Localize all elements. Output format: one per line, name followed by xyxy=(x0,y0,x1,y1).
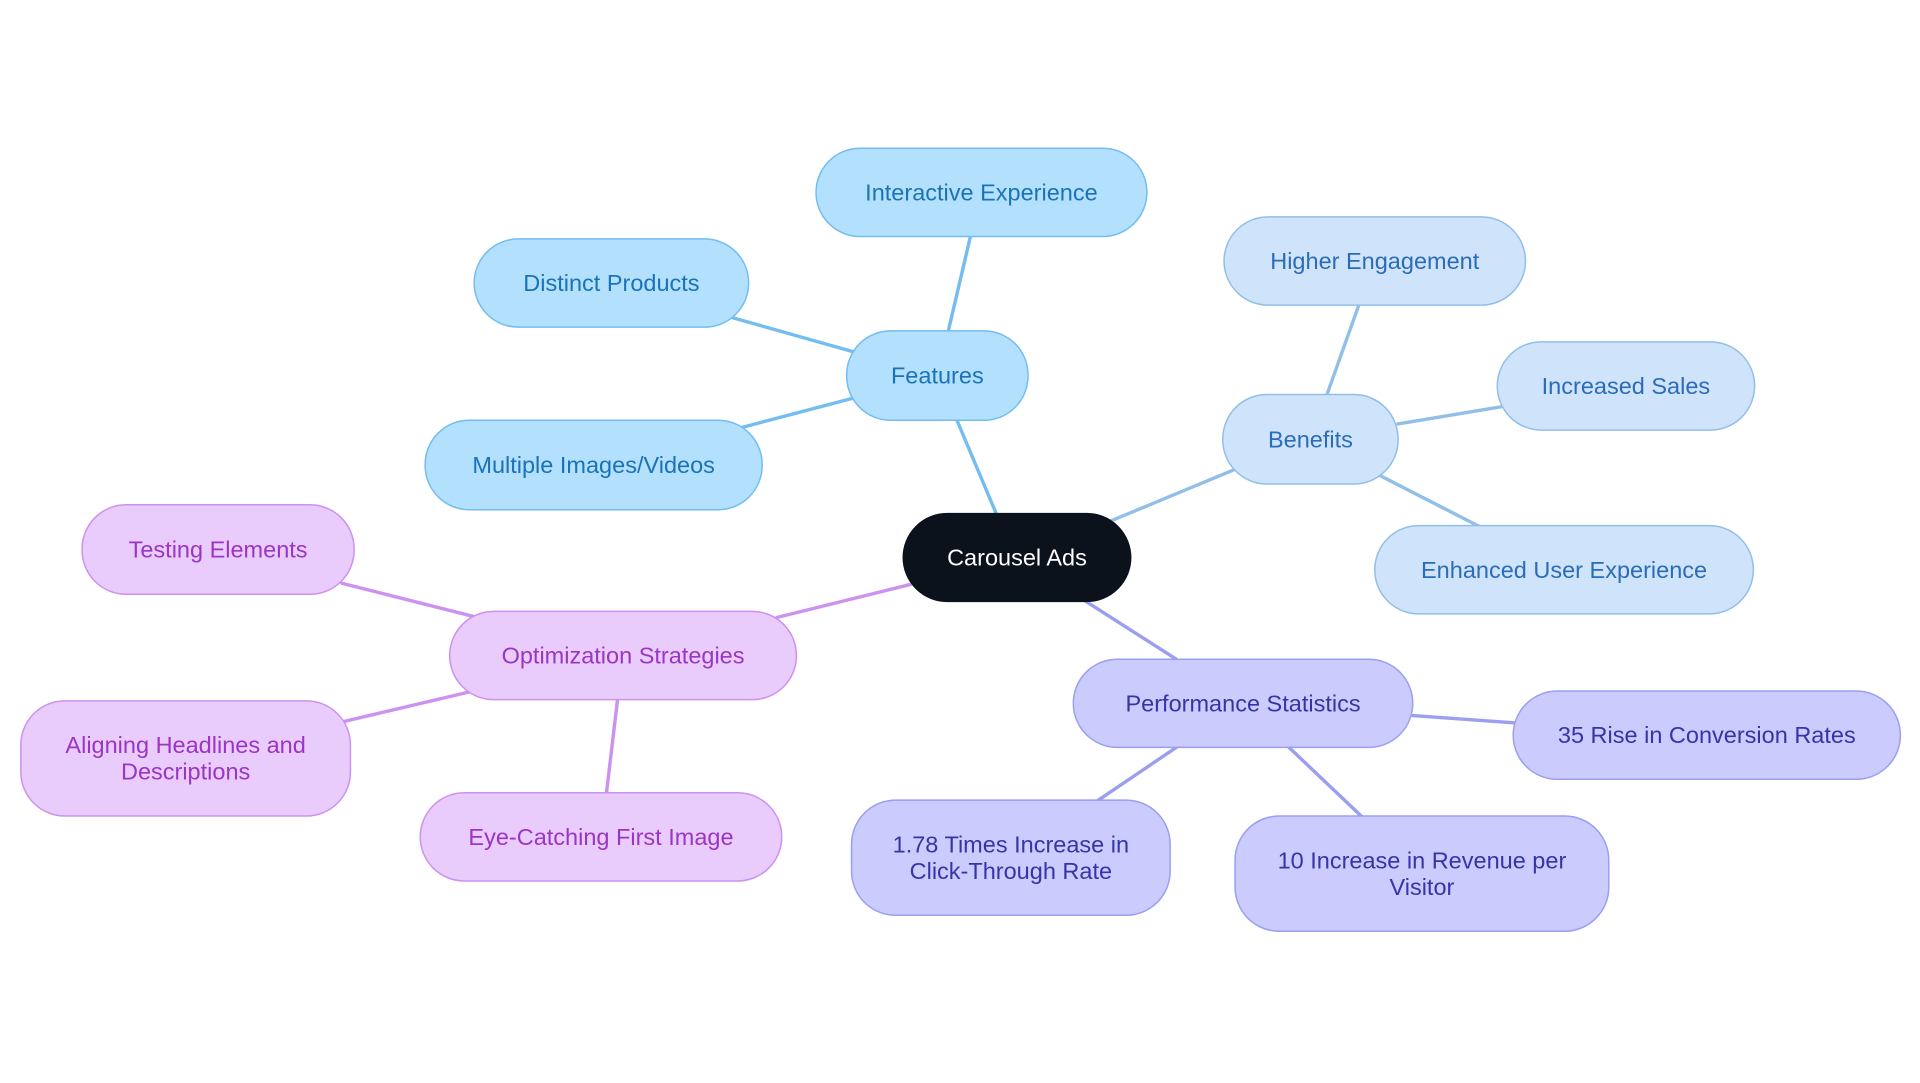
leaf-node-interactive-experience[interactable]: Interactive Experience xyxy=(815,147,1148,238)
connector-root-performance-statistics xyxy=(1082,598,1178,661)
leaf-node-distinct-products-label: Distinct Products xyxy=(523,270,699,296)
branch-node-benefits[interactable]: Benefits xyxy=(1222,393,1399,485)
leaf-node-eye-catching-first-image[interactable]: Eye-Catching First Image xyxy=(419,792,783,882)
branch-node-benefits-label: Benefits xyxy=(1268,426,1353,452)
connector-performance-statistics-conversion-rates xyxy=(1411,713,1518,725)
connector-features-multiple-images-videos xyxy=(739,396,855,430)
branch-node-optimization-strategies-shape xyxy=(448,610,798,701)
leaf-node-interactive-experience-label: Interactive Experience xyxy=(865,179,1098,205)
leaf-node-increased-sales-label: Increased Sales xyxy=(1542,373,1711,399)
leaf-node-revenue-per-visitor-label: Visitor xyxy=(1389,874,1454,900)
branch-node-optimization-strategies-label: Optimization Strategies xyxy=(502,643,745,669)
connector-root-benefits xyxy=(1109,467,1237,523)
connector-optimization-strategies-testing-elements xyxy=(340,581,475,619)
leaf-node-conversion-rates-shape xyxy=(1512,690,1902,781)
leaf-node-multiple-images-videos[interactable]: Multiple Images/Videos xyxy=(424,419,763,511)
root-node-shape xyxy=(902,512,1132,603)
leaf-node-distinct-products[interactable]: Distinct Products xyxy=(473,238,750,328)
connector-lines xyxy=(340,234,1518,819)
leaf-node-multiple-images-videos-label: Multiple Images/Videos xyxy=(472,452,715,478)
leaf-node-enhanced-user-experience[interactable]: Enhanced User Experience xyxy=(1374,524,1755,615)
branch-node-benefits-shape xyxy=(1222,393,1399,485)
connector-root-optimization-strategies xyxy=(775,582,913,620)
connector-benefits-higher-engagement xyxy=(1325,303,1361,397)
root-node-carousel-ads[interactable]: Carousel Ads xyxy=(902,512,1132,603)
connector-features-distinct-products xyxy=(729,315,855,354)
leaf-node-revenue-per-visitor-label: 10 Increase in Revenue per xyxy=(1278,847,1567,873)
connector-features-interactive-experience xyxy=(946,234,973,333)
leaf-node-revenue-per-visitor-shape xyxy=(1234,815,1610,932)
leaf-node-higher-engagement-shape xyxy=(1223,216,1527,306)
leaf-node-aligning-headlines-label: Descriptions xyxy=(121,759,250,785)
connector-performance-statistics-revenue-per-visitor xyxy=(1287,745,1365,819)
leaf-node-enhanced-user-experience-shape xyxy=(1374,524,1755,615)
leaf-node-click-through-rate-shape xyxy=(850,799,1171,917)
leaf-node-eye-catching-first-image-label: Eye-Catching First Image xyxy=(468,824,733,850)
leaf-node-aligning-headlines-shape xyxy=(20,700,352,817)
branch-node-performance-statistics[interactable]: Performance Statistics xyxy=(1072,658,1414,749)
branch-node-features-label: Features xyxy=(891,363,984,389)
leaf-node-testing-elements-shape xyxy=(81,504,355,596)
leaf-node-conversion-rates-label: 35 Rise in Conversion Rates xyxy=(1558,722,1856,748)
branch-node-performance-statistics-label: Performance Statistics xyxy=(1125,690,1360,716)
leaf-node-click-through-rate-label: 1.78 Times Increase in xyxy=(893,831,1129,857)
leaf-node-increased-sales-shape xyxy=(1496,341,1756,431)
leaf-node-testing-elements-label: Testing Elements xyxy=(129,537,308,563)
connector-optimization-strategies-aligning-headlines xyxy=(341,690,470,724)
connector-root-features xyxy=(955,418,998,516)
leaf-node-higher-engagement-label: Higher Engagement xyxy=(1270,248,1479,274)
leaf-node-increased-sales[interactable]: Increased Sales xyxy=(1496,341,1756,431)
connector-optimization-strategies-eye-catching-first-image xyxy=(604,697,620,795)
branch-node-features-shape xyxy=(845,330,1029,422)
branch-node-optimization-strategies[interactable]: Optimization Strategies xyxy=(448,610,798,701)
leaf-node-testing-elements[interactable]: Testing Elements xyxy=(81,504,355,596)
leaf-node-multiple-images-videos-shape xyxy=(424,419,763,511)
leaf-node-distinct-products-shape xyxy=(473,238,750,328)
leaf-node-interactive-experience-shape xyxy=(815,147,1148,238)
connector-benefits-enhanced-user-experience xyxy=(1377,473,1482,529)
root-node-label: Carousel Ads xyxy=(947,544,1087,570)
connector-benefits-increased-sales xyxy=(1396,405,1503,426)
connector-performance-statistics-click-through-rate xyxy=(1094,745,1178,804)
leaf-node-eye-catching-first-image-shape xyxy=(419,792,783,882)
branch-node-performance-statistics-shape xyxy=(1072,658,1414,749)
leaf-node-enhanced-user-experience-label: Enhanced User Experience xyxy=(1421,557,1707,583)
leaf-node-click-through-rate-label: Click-Through Rate xyxy=(910,858,1112,884)
leaf-node-aligning-headlines-label: Aligning Headlines and xyxy=(65,732,305,758)
branch-node-features[interactable]: Features xyxy=(845,330,1029,422)
leaf-node-conversion-rates[interactable]: 35 Rise in Conversion Rates xyxy=(1512,690,1902,781)
mind-map-nodes: Carousel Ads Features Interactive Experien… xyxy=(20,147,1902,932)
leaf-node-higher-engagement[interactable]: Higher Engagement xyxy=(1223,216,1527,306)
